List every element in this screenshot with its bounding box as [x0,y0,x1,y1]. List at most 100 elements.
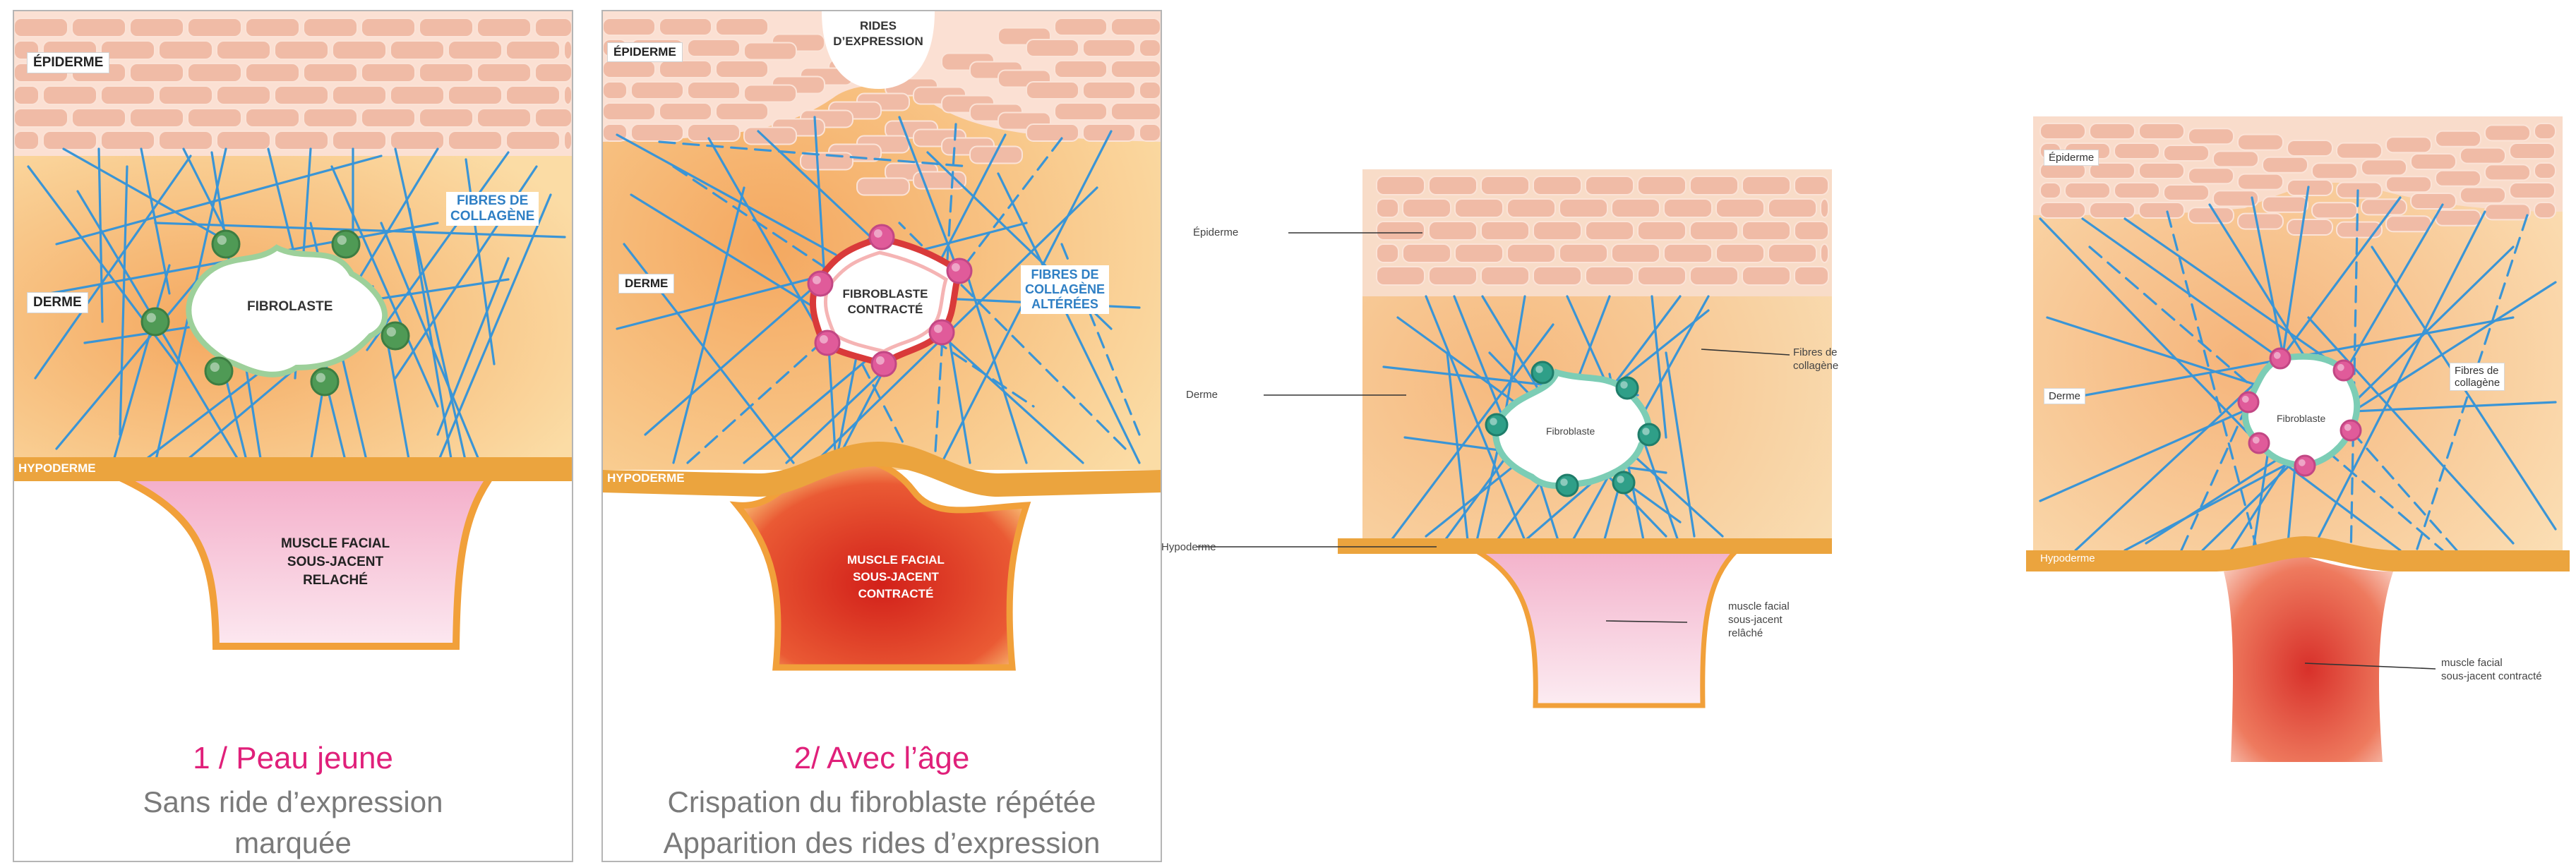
epidermis-cell [361,109,415,127]
epidermis-cell [1111,18,1161,35]
epidermis-cell [1664,199,1712,217]
cell-highlight [874,229,882,238]
epidermis-cell [361,63,415,82]
epidermis-cell [2164,145,2209,161]
epidermis-cell [1429,267,1477,285]
epidermis-cell [2460,188,2505,203]
epidermis-cell [217,41,270,59]
epidermis-cell [535,18,572,37]
epidermis-cell [1742,176,1790,195]
epidermis-cell [506,131,560,150]
epidermis-cell [659,18,712,35]
epidermis-cell [2090,123,2135,139]
epidermis-cell [1083,82,1135,99]
panel-aged-skin-illustration [603,11,1161,861]
cell-highlight [1617,476,1624,483]
epidermis-cell [2238,214,2283,229]
epidermis-cell [2534,163,2556,179]
cell-highlight [876,356,885,365]
epidermis-cell [1026,82,1079,99]
epidermis-cell [1533,176,1581,195]
epidermis-cell [2263,197,2308,212]
epidermis-cell [1481,222,1529,240]
epidermis-cell [246,18,299,37]
cell-node [2270,349,2290,368]
epidermis-cell [333,86,386,104]
epidermis-cell [1429,222,1477,240]
epidermis-cell [275,41,328,59]
cell-node [333,231,359,258]
epidermis-cell [304,63,357,82]
epidermis-cell [2040,202,2085,218]
cell-highlight [1490,418,1497,425]
label-epiderme: ÉPIDERME [27,52,109,73]
epidermis-cell [1638,267,1686,285]
epidermis-cell [631,124,683,141]
epidermis-cell [2238,174,2283,190]
cell-node [1557,475,1578,496]
label-derme: Derme [1186,388,1218,401]
epidermis-cell [1139,40,1161,56]
epidermis-cell [1586,267,1634,285]
epidermis-cell [1742,267,1790,285]
epidermis-cell [2090,202,2135,218]
label-muscle: MUSCLE FACIALSOUS-JACENTCONTRACTÉ [779,552,1012,603]
epidermis-cell [1083,124,1135,141]
epidermis-cell [275,131,328,150]
label-epiderme: Épiderme [2044,150,2099,166]
caption-subtitle: Crispation du fibroblaste répétéeApparit… [603,782,1161,864]
panel-aged-skin: RIDESD’EXPRESSION ÉPIDERME DERME HYPODER… [601,10,1162,862]
epidermis-cell [275,86,328,104]
epidermis-cell [477,109,531,127]
cell-node [205,358,232,385]
epidermis-cell [535,63,572,82]
caption-title: 1 / Peau jeune [14,741,572,776]
cell-node [947,259,971,283]
epidermis-cell [1586,222,1634,240]
epidermis-cell [1821,244,1828,262]
cell-highlight [1535,365,1543,373]
epidermis-cell [2386,216,2431,231]
epidermis-cell [857,179,909,195]
label-hypoderme: Hypoderme [2040,552,2095,565]
epidermis-cell [448,86,502,104]
epidermis-cell [2238,135,2283,150]
epidermis-cell [2040,183,2061,198]
epidermis-cell [1768,199,1816,217]
epidermis-cell [2312,163,2357,179]
epidermis-cell [246,109,299,127]
epidermis-cell [2213,151,2258,167]
epidermis-cell [477,18,531,37]
epidermis-cell [1507,244,1555,262]
epidermis-cell [1377,267,1425,285]
epidermis-cell [1795,176,1828,195]
epidermis-cell [716,18,768,35]
epidermis-cell [535,109,572,127]
epidermis-cell [1559,199,1607,217]
label-muscle: MUSCLE FACIALSOUS-JACENTRELACHÉ [219,535,452,590]
epidermis-cell [1455,244,1503,262]
epidermis-cell [603,61,655,78]
cell-node [2341,421,2361,440]
epidermis-cell [1559,244,1607,262]
cell-node [2334,361,2354,380]
epidermis-cell [14,109,68,127]
epidermis-cell [506,41,560,59]
epidermis-cell [448,41,502,59]
epidermis-cell [2065,183,2110,198]
epidermis-cell [2411,154,2456,169]
epidermis-cell [43,86,97,104]
label-hypoderme: Hypoderme [1161,540,1216,554]
caption-subtitle: Sans ride d’expressionmarquée [14,782,572,864]
epidermis-cell [2188,207,2234,223]
epidermis-cell [1768,244,1816,262]
epidermis-cell [1821,199,1828,217]
epidermis-cell [1481,176,1529,195]
epidermis-cell [603,82,627,99]
epidermis-cell [246,63,299,82]
epidermis-cell [603,18,655,35]
label-derme: DERME [27,292,88,313]
epidermis-cell [1690,176,1738,195]
cell-highlight [820,335,828,344]
epidermis-cell [1742,222,1790,240]
